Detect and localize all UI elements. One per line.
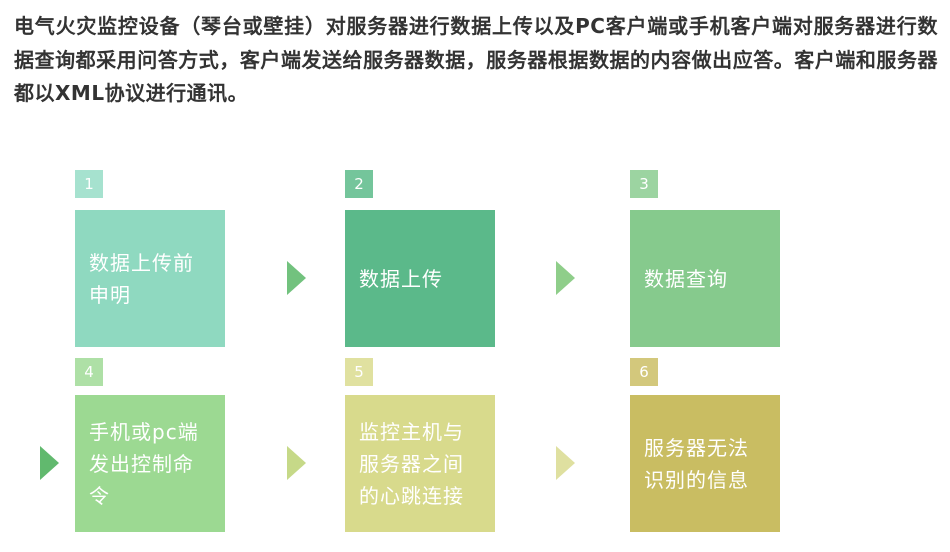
step-5-label: 监控主机与服务器之间的心跳连接 xyxy=(359,419,464,508)
intro-paragraph: 电气火灾监控设备（琴台或壁挂）对服务器进行数据上传以及PC客户端或手机客户端对服… xyxy=(14,14,938,106)
flow-arrow-right-icon xyxy=(287,261,306,295)
step-6-label: 服务器无法识别的信息 xyxy=(644,435,749,492)
step-5-box: 监控主机与服务器之间的心跳连接 xyxy=(345,395,495,532)
flow-arrow-right-icon xyxy=(556,446,575,480)
step-2-box: 数据上传 xyxy=(345,210,495,347)
step-4-box: 手机或pc端发出控制命令 xyxy=(75,395,225,532)
step-2-label: 数据上传 xyxy=(359,266,443,291)
step-5-number-tab: 5 xyxy=(345,358,373,386)
flow-arrow-right-icon xyxy=(40,446,59,480)
step-3-number-tab: 3 xyxy=(630,170,658,198)
step-1-label: 数据上传前申明 xyxy=(89,250,194,307)
step-1-box: 数据上传前申明 xyxy=(75,210,225,347)
step-1-number-tab: 1 xyxy=(75,170,103,198)
step-6-number-tab: 6 xyxy=(630,358,658,386)
step-3-label: 数据查询 xyxy=(644,266,728,291)
step-3-box: 数据查询 xyxy=(630,210,780,347)
flow-arrow-right-icon xyxy=(556,261,575,295)
step-4-label: 手机或pc端发出控制命令 xyxy=(89,419,199,508)
step-6-box: 服务器无法识别的信息 xyxy=(630,395,780,532)
step-2-number-tab: 2 xyxy=(345,170,373,198)
flow-arrow-right-icon xyxy=(287,446,306,480)
step-4-number-tab: 4 xyxy=(75,358,103,386)
